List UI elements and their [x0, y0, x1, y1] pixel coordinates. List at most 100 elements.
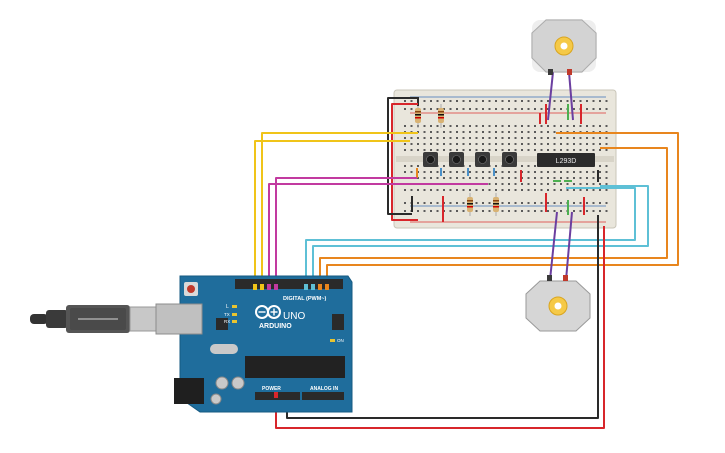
breadboard-hole — [534, 108, 536, 110]
breadboard-hole — [605, 165, 608, 167]
breadboard-hole — [475, 131, 478, 133]
breadboard-hole — [521, 131, 523, 133]
breadboard-hole — [527, 143, 530, 145]
dc-motor-bottom[interactable] — [525, 275, 591, 332]
pushbutton-2[interactable] — [449, 152, 464, 167]
reset-button-cap[interactable] — [187, 285, 195, 293]
breadboard-hole — [566, 189, 569, 191]
breadboard-hole — [534, 171, 536, 173]
breadboard-hole — [534, 202, 536, 204]
breadboard-hole — [579, 125, 582, 127]
breadboard-hole — [404, 125, 406, 127]
breadboard-hole — [495, 149, 497, 151]
breadboard-hole — [521, 210, 523, 212]
pushbutton-1[interactable] — [423, 152, 438, 167]
breadboard-hole — [423, 143, 426, 145]
breadboard-hole — [592, 210, 595, 212]
pushbutton-3[interactable] — [475, 152, 490, 167]
arduino-logo-icon — [255, 305, 281, 319]
breadboard-hole — [495, 165, 497, 167]
breadboard-hole — [495, 108, 497, 110]
breadboard-hole — [475, 137, 478, 139]
breadboard-hole — [417, 210, 419, 212]
breadboard-hole — [430, 108, 432, 110]
breadboard-hole — [599, 137, 601, 139]
breadboard-jumpers — [411, 97, 599, 222]
breadboard-hole — [508, 137, 510, 139]
breadboard-hole — [599, 149, 601, 151]
breadboard-hole — [482, 131, 484, 133]
arduino-uno-board[interactable]: L TX RX ON ARDUINO UNO DIGITAL (PWM~) PO… — [155, 275, 353, 413]
breadboard-hole — [560, 177, 562, 179]
breadboard-hole — [521, 143, 523, 145]
breadboard-hole — [462, 137, 465, 139]
breadboard-hole — [579, 189, 582, 191]
breadboard-hole — [534, 149, 536, 151]
breadboard-hole — [430, 210, 432, 212]
breadboard-hole — [579, 100, 582, 102]
breadboard-hole — [553, 131, 556, 133]
breadboard-hole — [508, 183, 510, 185]
breadboard-hole — [547, 125, 549, 127]
breadboard-hole — [573, 202, 575, 204]
dc-motor-top[interactable] — [531, 19, 597, 75]
breadboard-hole — [560, 143, 562, 145]
breadboard-hole — [540, 143, 543, 145]
breadboard-hole — [501, 171, 504, 173]
breadboard-hole — [449, 189, 452, 191]
breadboard-hole — [410, 171, 413, 173]
breadboard-hole — [488, 108, 491, 110]
breadboard-hole — [605, 210, 608, 212]
breadboard-hole — [579, 210, 582, 212]
breadboard-hole — [527, 189, 530, 191]
breadboard-hole — [423, 149, 426, 151]
breadboard-hole — [553, 125, 556, 127]
breadboard-hole — [566, 171, 569, 173]
breadboard-hole — [534, 143, 536, 145]
breadboard-hole — [547, 171, 549, 173]
breadboard-hole — [553, 177, 556, 179]
pushbutton-4[interactable] — [502, 152, 517, 167]
breadboard-hole — [436, 171, 439, 173]
breadboard-hole — [540, 125, 543, 127]
breadboard-hole — [423, 210, 426, 212]
breadboard-hole — [436, 131, 439, 133]
breadboard-hole — [553, 202, 556, 204]
breadboard-hole — [436, 210, 439, 212]
resistor-top-1 — [415, 104, 421, 128]
breadboard-hole — [430, 177, 432, 179]
breadboard-hole — [553, 143, 556, 145]
breadboard-hole — [456, 210, 458, 212]
breadboard-hole — [508, 108, 510, 110]
breadboard-hole — [501, 125, 504, 127]
breadboard-hole — [482, 137, 484, 139]
breadboard-hole — [605, 108, 608, 110]
breadboard-hole — [488, 149, 491, 151]
breadboard-hole — [527, 149, 530, 151]
breadboard-hole — [469, 189, 471, 191]
breadboard-hole — [527, 202, 530, 204]
breadboard-hole — [579, 183, 582, 185]
breadboard-hole — [475, 171, 478, 173]
breadboard-hole — [508, 100, 510, 102]
breadboard-hole — [495, 143, 497, 145]
breadboard-hole — [514, 202, 517, 204]
breadboard-hole — [495, 100, 497, 102]
breadboard-hole — [410, 143, 413, 145]
breadboard-hole — [586, 171, 588, 173]
breadboard-hole — [566, 100, 569, 102]
breadboard-hole — [501, 210, 504, 212]
l293d-chip[interactable]: L293D — [537, 153, 595, 167]
breadboard-hole — [475, 177, 478, 179]
breadboard-hole — [573, 149, 575, 151]
breadboard-hole — [573, 137, 575, 139]
breadboard-hole — [456, 143, 458, 145]
breadboard-hole — [488, 183, 491, 185]
breadboard-hole — [514, 189, 517, 191]
breadboard-hole — [449, 125, 452, 127]
breadboard-hole — [495, 131, 497, 133]
breadboard-hole — [573, 125, 575, 127]
breadboard-hole — [566, 137, 569, 139]
breadboard-hole — [404, 202, 406, 204]
breadboard-hole — [586, 183, 588, 185]
